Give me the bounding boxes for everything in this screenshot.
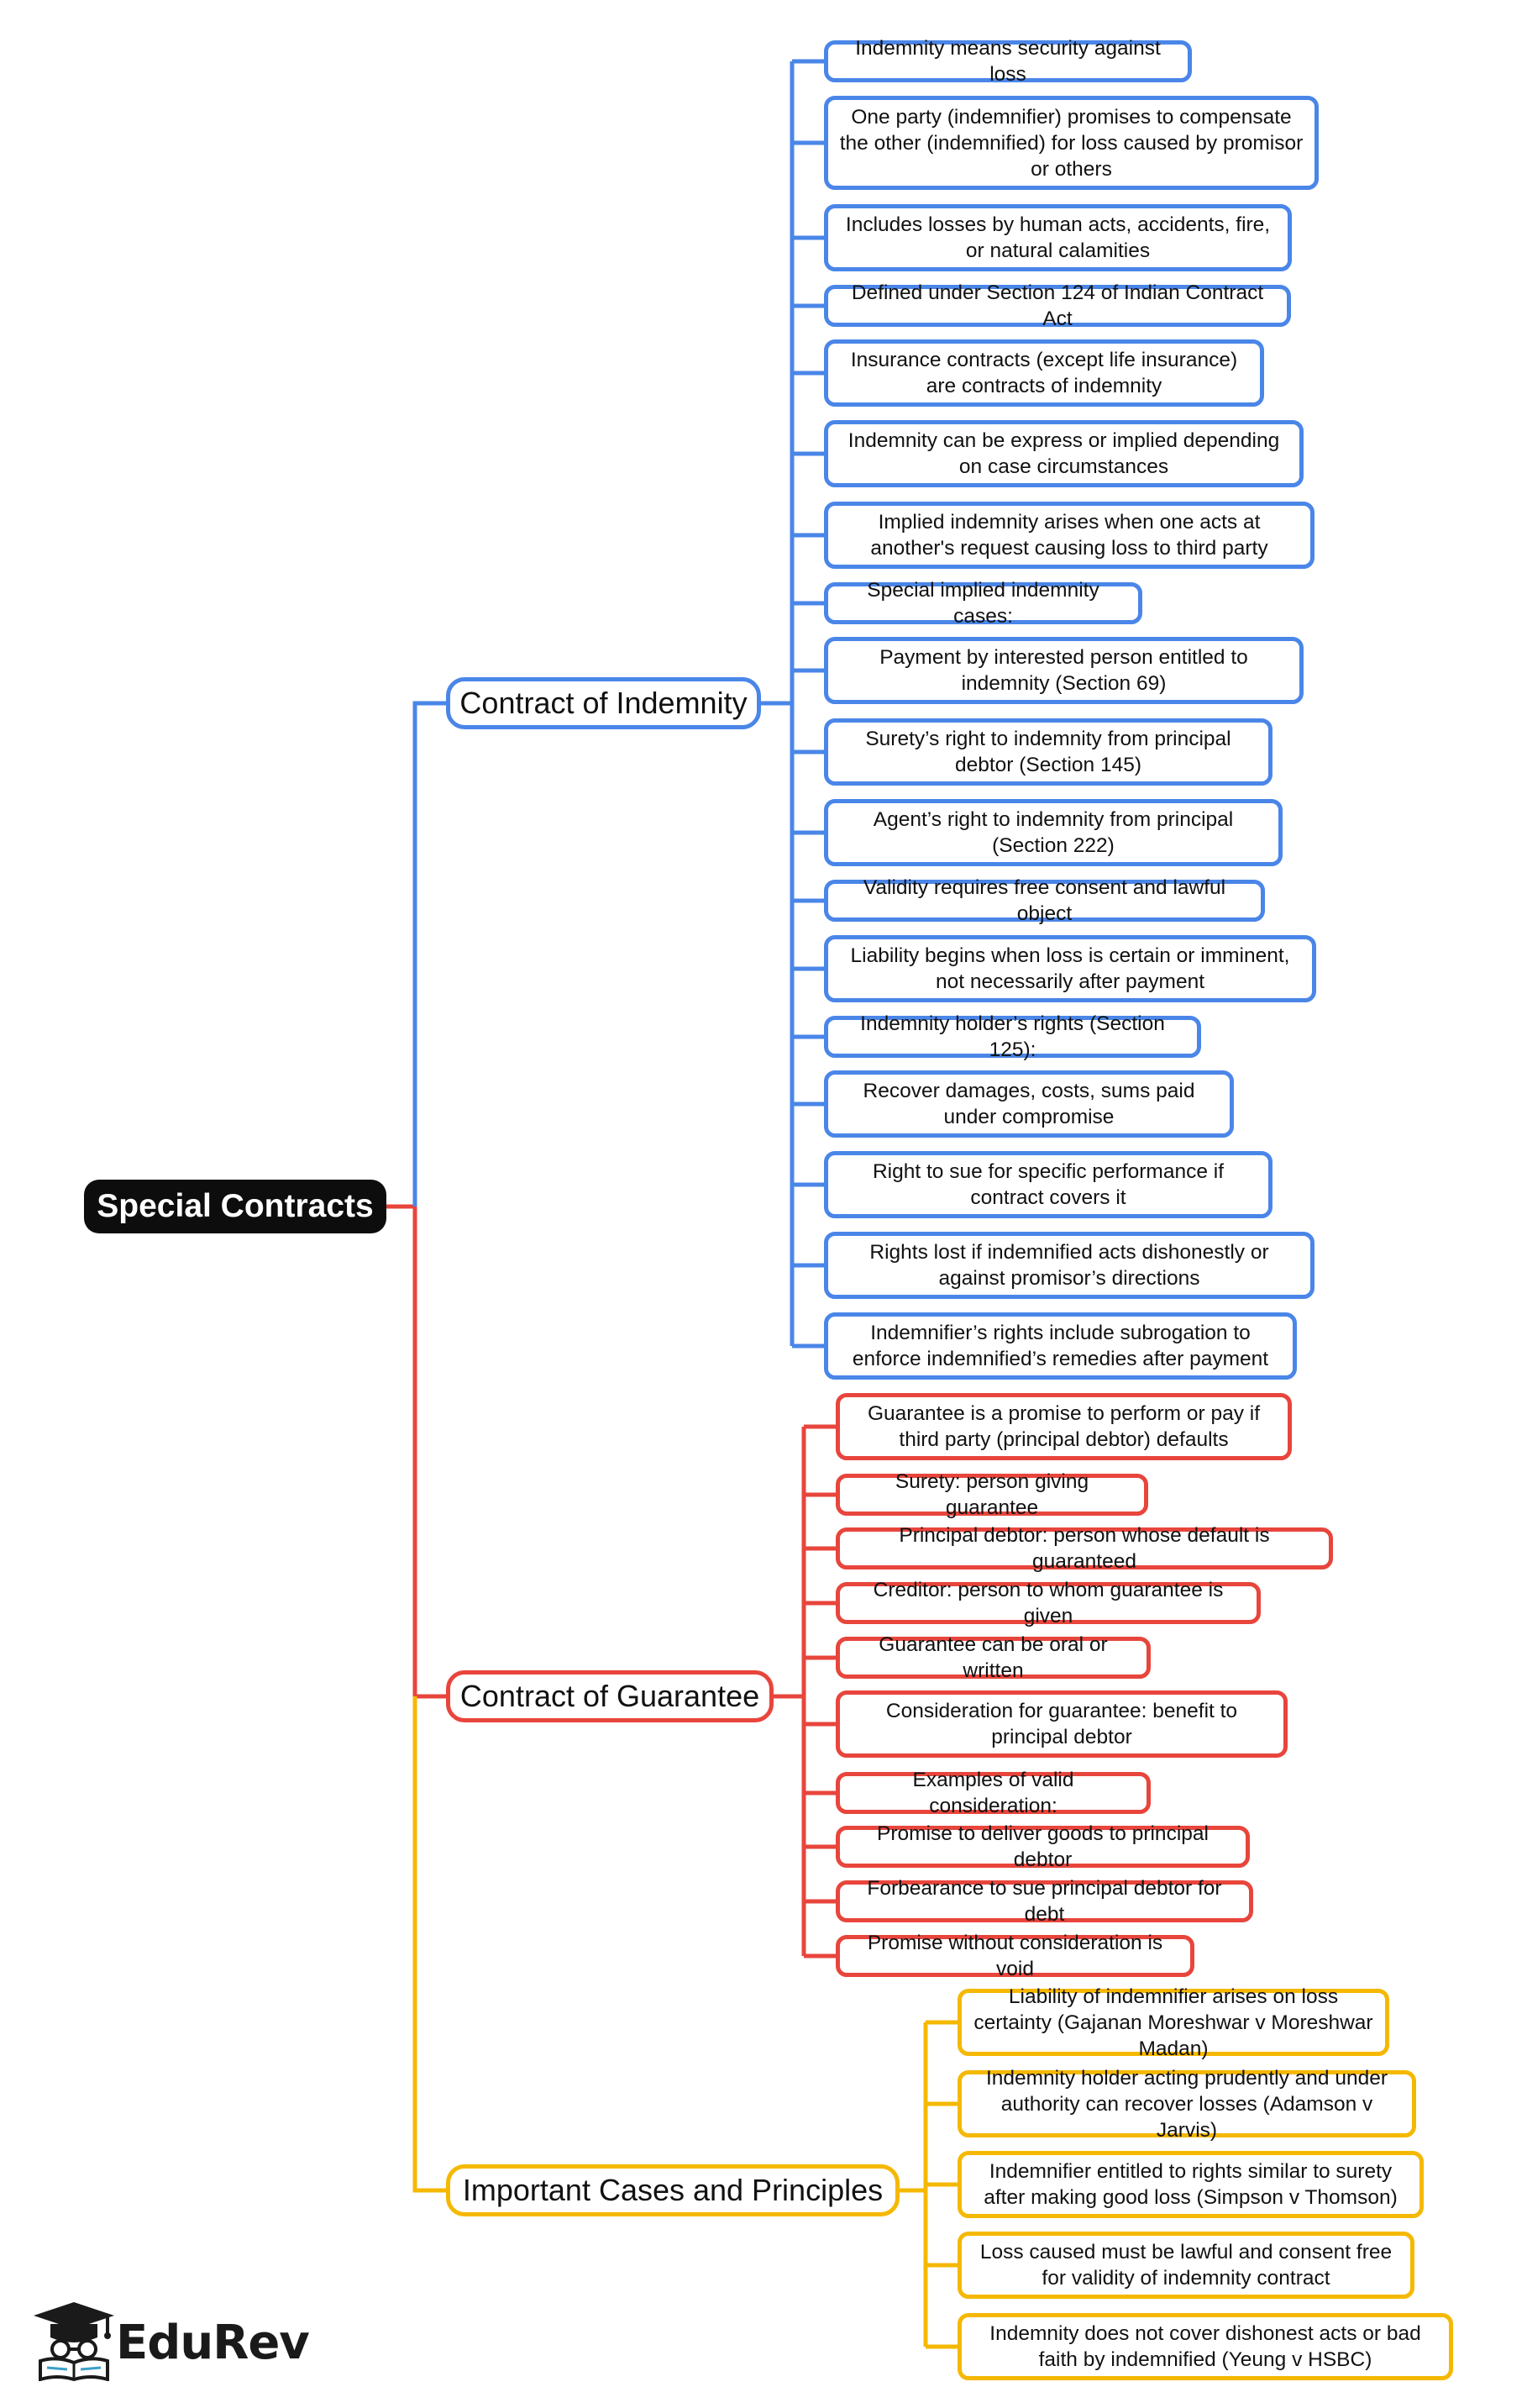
cases-item[interactable]: Indemnity holder acting prudently and un… [958, 2067, 1416, 2142]
cases-item[interactable]: Indemnifier entitled to rights similar t… [958, 2151, 1424, 2218]
guarantee-item[interactable]: Guarantee can be oral or written [836, 1633, 1151, 1682]
indemnity-item[interactable]: Rights lost if indemnified acts dishones… [824, 1232, 1314, 1299]
indemnity-item[interactable]: Indemnity holder’s rights (Section 125): [824, 1012, 1201, 1061]
guarantee-item[interactable]: Guarantee is a promise to perform or pay… [836, 1393, 1292, 1460]
cases-item[interactable]: Loss caused must be lawful and consent f… [958, 2232, 1414, 2299]
cases-item[interactable]: Liability of indemnifier arises on loss … [958, 1985, 1389, 2060]
branch-contract-of-guarantee[interactable]: Contract of Guarantee [446, 1670, 774, 1722]
indemnity-item[interactable]: Indemnity can be express or implied depe… [824, 420, 1304, 487]
indemnity-item[interactable]: Includes losses by human acts, accidents… [824, 204, 1292, 271]
connector [412, 701, 446, 1207]
indemnity-item[interactable]: Payment by interested person entitled to… [824, 637, 1304, 704]
indemnity-item[interactable]: Surety’s right to indemnity from princip… [824, 718, 1272, 786]
edurev-logo[interactable]: EduRev [32, 2300, 310, 2384]
indemnity-item[interactable]: Liability begins when loss is certain or… [824, 935, 1316, 1002]
guarantee-item[interactable]: Promise without consideration is void [836, 1932, 1194, 1980]
connector [412, 1696, 446, 2193]
branch-contract-of-indemnity[interactable]: Contract of Indemnity [446, 677, 761, 729]
guarantee-item[interactable]: Surety: person giving guarantee [836, 1470, 1148, 1519]
connector [412, 1207, 446, 1699]
indemnity-item[interactable]: Right to sue for specific performance if… [824, 1151, 1272, 1218]
root-node[interactable]: Special Contracts [84, 1180, 386, 1233]
guarantee-item[interactable]: Consideration for guarantee: benefit to … [836, 1690, 1288, 1758]
guarantee-item[interactable]: Principal debtor: person whose default i… [836, 1524, 1333, 1573]
guarantee-item[interactable]: Promise to deliver goods to principal de… [836, 1822, 1250, 1871]
indemnity-item[interactable]: Indemnifier’s rights include subrogation… [824, 1312, 1297, 1380]
indemnity-item[interactable]: Defined under Section 124 of Indian Cont… [824, 281, 1291, 330]
indemnity-item[interactable]: One party (indemnifier) promises to comp… [824, 96, 1319, 190]
cases-item[interactable]: Indemnity does not cover dishonest acts … [958, 2313, 1453, 2380]
indemnity-item[interactable]: Implied indemnity arises when one acts a… [824, 502, 1314, 569]
guarantee-item[interactable]: Forbearance to sue principal debtor for … [836, 1877, 1253, 1926]
graduate-cap-book-icon [34, 2302, 114, 2381]
indemnity-item[interactable]: Recover damages, costs, sums paid under … [824, 1070, 1234, 1138]
indemnity-item[interactable]: Special implied indemnity cases: [824, 579, 1142, 628]
indemnity-item[interactable]: Indemnity means security against loss [824, 37, 1192, 86]
indemnity-item[interactable]: Agent’s right to indemnity from principa… [824, 799, 1283, 866]
guarantee-item[interactable]: Creditor: person to whom guarantee is gi… [836, 1579, 1261, 1627]
indemnity-item[interactable]: Insurance contracts (except life insuran… [824, 339, 1264, 407]
guarantee-item[interactable]: Examples of valid consideration: [836, 1769, 1151, 1817]
logo-text: EduRev [116, 2316, 310, 2370]
indemnity-item[interactable]: Validity requires free consent and lawfu… [824, 876, 1265, 925]
branch-important-cases[interactable]: Important Cases and Principles [446, 2164, 900, 2216]
